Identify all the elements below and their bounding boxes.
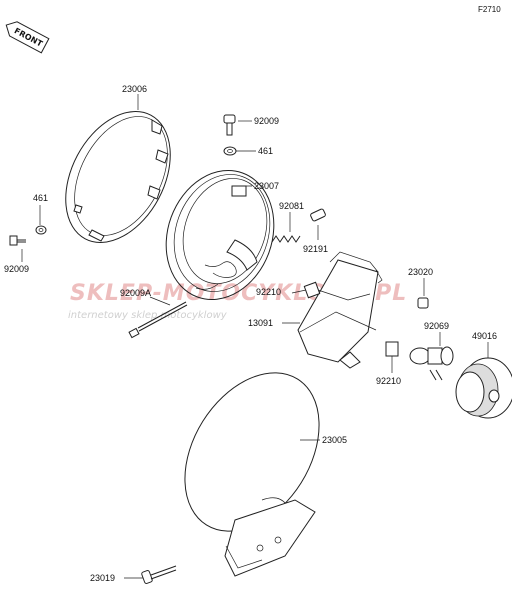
bracket-drawing [297, 251, 383, 369]
part-label-23005: 23005 [322, 435, 347, 445]
headlight-housing-drawing [165, 169, 275, 301]
part-label-92009-left: 92009 [4, 264, 29, 274]
bolt-bottom-drawing [141, 565, 177, 584]
leader-92009A [149, 296, 171, 306]
part-label-461-left: 461 [33, 193, 48, 203]
part-label-49016: 49016 [472, 331, 497, 341]
washer-left-drawing [35, 225, 47, 235]
part-label-23020: 23020 [408, 267, 433, 277]
clip-lower-drawing [385, 341, 399, 357]
part-label-92009A: 92009A [120, 288, 151, 298]
leader-lines [21, 94, 489, 579]
headlight-shell-drawing [184, 372, 320, 577]
part-label-92210-upper: 92210 [256, 287, 281, 297]
part-label-92009-top: 92009 [254, 116, 279, 126]
dust-cover-drawing [455, 357, 512, 419]
part-label-23007: 23007 [254, 181, 279, 191]
part-label-23019: 23019 [90, 573, 115, 583]
screw-left-drawing [9, 235, 26, 246]
screw-top-drawing [223, 114, 236, 136]
clip-upper-drawing [303, 281, 321, 299]
washer-top-drawing [223, 146, 237, 156]
part-label-13091: 13091 [248, 318, 273, 328]
part-label-92081: 92081 [279, 201, 304, 211]
leader-92210-upper [291, 289, 307, 294]
part-label-92069: 92069 [424, 321, 449, 331]
headlight-rim-drawing [65, 111, 171, 243]
part-label-92191: 92191 [303, 244, 328, 254]
front-arrow-icon: FRONT [5, 21, 50, 54]
part-label-23006: 23006 [122, 84, 147, 94]
part-label-92210-lower: 92210 [376, 376, 401, 386]
long-screw-drawing [128, 301, 188, 339]
spring-drawing [271, 235, 301, 243]
bulb-drawing [409, 346, 454, 381]
part-label-461-top: 461 [258, 146, 273, 156]
collar-drawing [310, 208, 326, 222]
watermark-tagline: internetowy sklep motocyklowy [68, 310, 228, 321]
socket-drawing [417, 297, 429, 309]
figure-code: F2710 [478, 5, 501, 14]
